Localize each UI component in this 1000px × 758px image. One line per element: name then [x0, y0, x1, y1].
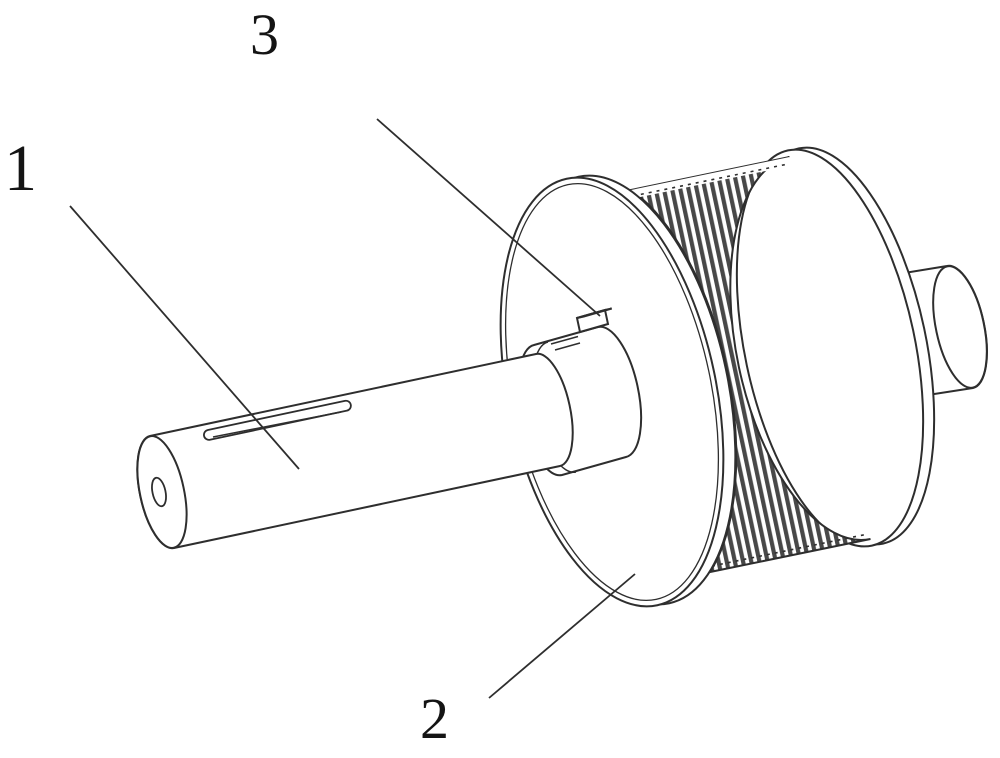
- drum-bottom-serration: [711, 533, 869, 567]
- leader-lines: [69, 118, 636, 699]
- drum-top-rim-strip: [631, 157, 790, 199]
- pulley-rear-flange: [735, 146, 936, 548]
- keyway-slot: [203, 399, 352, 441]
- part-label-3: 3: [250, 2, 279, 67]
- leader-line-3: [376, 118, 601, 317]
- leader-line-1: [69, 205, 300, 470]
- keyseat-groove-top-edge: [550, 335, 579, 345]
- leader-line-2: [488, 573, 636, 699]
- rear-flange-front-face: [735, 148, 925, 548]
- shaft-center-hole: [151, 476, 167, 508]
- keyway-slot-floor-line: [212, 411, 342, 438]
- part-label-2: 2: [420, 686, 449, 751]
- shaft: [136, 325, 643, 550]
- stub-shaft-end-face: [932, 265, 988, 389]
- keyseat-groove-bottom-edge: [554, 342, 581, 351]
- part-label-1: 1: [4, 132, 37, 205]
- drum-top-serration: [632, 163, 789, 197]
- shaft-thin-section: [136, 352, 574, 550]
